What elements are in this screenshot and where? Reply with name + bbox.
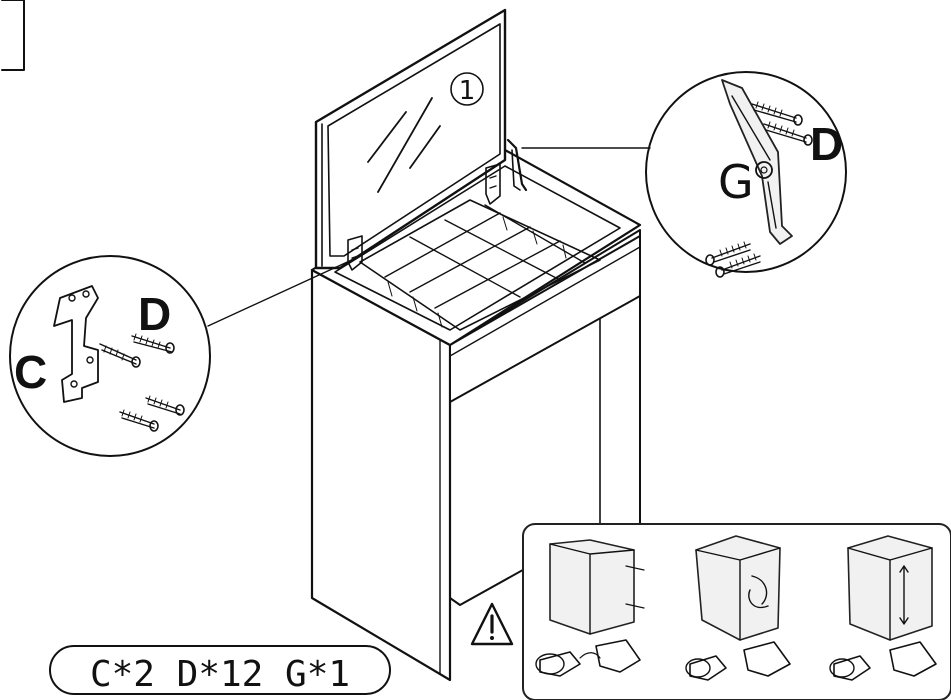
hinge-part-label: C xyxy=(14,346,47,398)
lid-stay-detail-callout: G D xyxy=(645,71,847,278)
hinge-screws-icon xyxy=(99,333,185,432)
parts-count-badge: C*2 D*12 G*1 xyxy=(49,645,391,695)
page-frame-corner xyxy=(1,0,25,71)
cabinet-depth-adjust-icon xyxy=(535,539,645,677)
hinge-adjustment-panel xyxy=(522,523,951,700)
stay-part-label: G xyxy=(718,155,754,209)
dressing-table: 1 xyxy=(310,8,642,682)
hinge-screw-label: D xyxy=(138,288,171,340)
cabinet-height-adjust-icon xyxy=(829,535,937,681)
hinge-plate-icon xyxy=(53,285,99,403)
lid-stay-icon xyxy=(721,79,793,245)
stay-screws-icon xyxy=(705,101,813,278)
hinge-callout-leader xyxy=(207,257,357,327)
step-number: 1 xyxy=(459,76,476,106)
hinge-detail-callout: C D xyxy=(9,255,211,457)
warning-triangle-icon xyxy=(470,602,514,646)
cabinet-rotate-adjust-icon xyxy=(685,535,791,681)
step-number-circle xyxy=(450,72,484,106)
stay-screw-label: D xyxy=(810,118,843,170)
parts-count-text: C*2 D*12 G*1 xyxy=(90,654,350,695)
